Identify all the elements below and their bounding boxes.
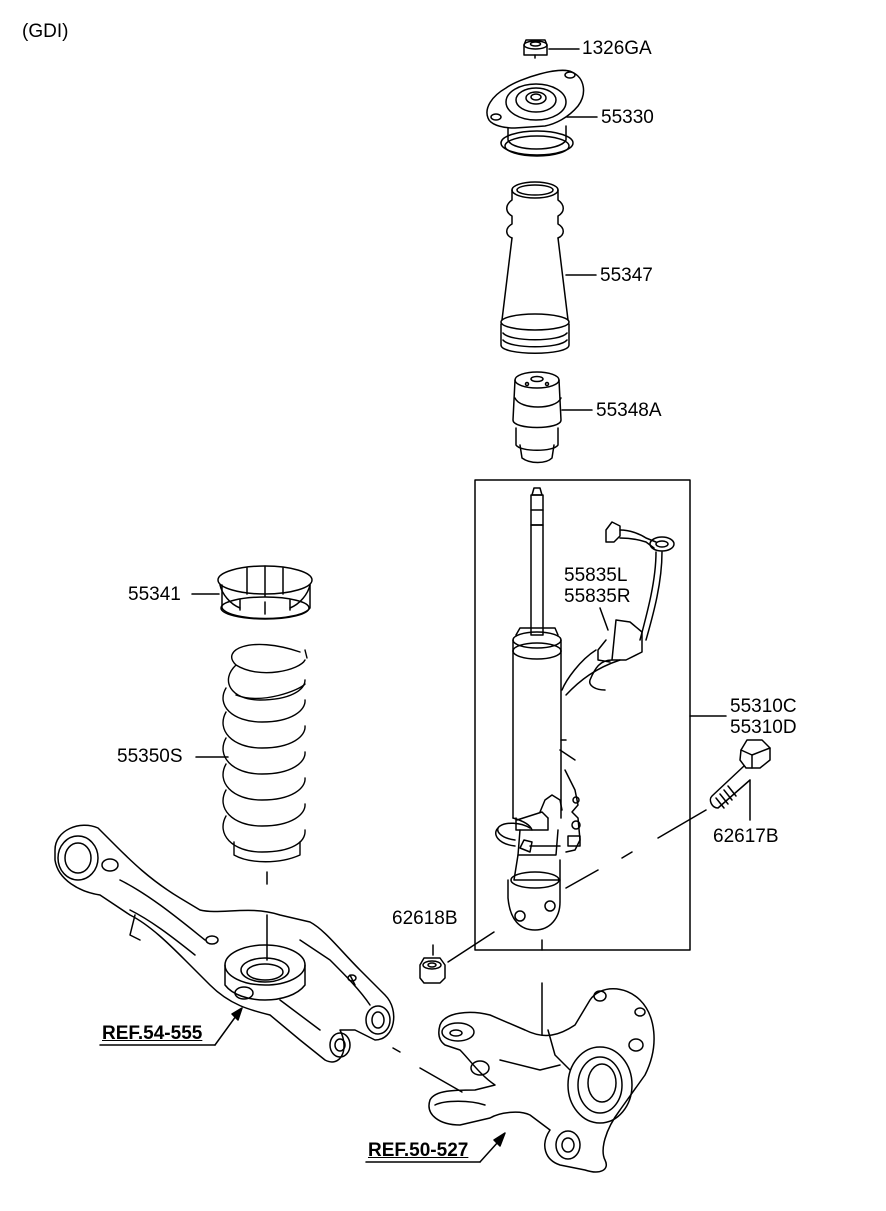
top-nut[interactable] <box>523 39 548 59</box>
arm-knuckle-axis-2 <box>392 1047 401 1053</box>
wheel-speed-sensor[interactable] <box>494 521 675 853</box>
callout-55310C[interactable]: 55310C <box>730 696 797 717</box>
callout-55835L[interactable]: 55835L <box>564 565 628 586</box>
coil-spring[interactable] <box>222 643 308 863</box>
ref-54-555-link[interactable]: REF.54-555 <box>102 1023 203 1044</box>
nut-axis <box>447 931 495 963</box>
callout-1326GA[interactable]: 1326GA <box>582 38 652 59</box>
callout-55330[interactable]: 55330 <box>601 107 654 128</box>
shock-assy-frame <box>474 479 691 951</box>
dust-cover[interactable] <box>500 181 570 354</box>
bolt[interactable] <box>709 739 771 809</box>
callout-55341[interactable]: 55341 <box>128 584 181 605</box>
callout-62618B[interactable]: 62618B <box>392 908 458 929</box>
nut-62618B[interactable] <box>419 957 446 984</box>
callout-55835R[interactable]: 55835R <box>564 586 631 607</box>
callout-55348A[interactable]: 55348A <box>596 400 662 421</box>
callout-55347[interactable]: 55347 <box>600 265 653 286</box>
arrow-ref-54-555 <box>214 1015 237 1046</box>
callout-55350S[interactable]: 55350S <box>117 746 183 767</box>
arrowhead-ref-54-555 <box>231 1007 243 1021</box>
bump-stopper[interactable] <box>512 371 562 464</box>
callout-62617B[interactable]: 62617B <box>713 826 779 847</box>
arrow-ref-50-527 <box>479 1141 499 1163</box>
strut-mount[interactable] <box>486 69 585 157</box>
arrowhead-ref-50-527 <box>493 1132 506 1147</box>
arm-knuckle-axis <box>419 1067 463 1093</box>
ref-50-527-link[interactable]: REF.50-527 <box>368 1140 469 1161</box>
leader-55835 <box>599 607 609 631</box>
knuckle[interactable] <box>428 988 655 1173</box>
shock-absorber[interactable] <box>507 487 581 931</box>
callout-55310D[interactable]: 55310D <box>730 717 797 738</box>
bolt-axis <box>565 809 707 889</box>
variant-label: (GDI) <box>22 21 69 42</box>
lower-arm[interactable] <box>54 824 395 1063</box>
spring-pad[interactable] <box>217 565 313 620</box>
